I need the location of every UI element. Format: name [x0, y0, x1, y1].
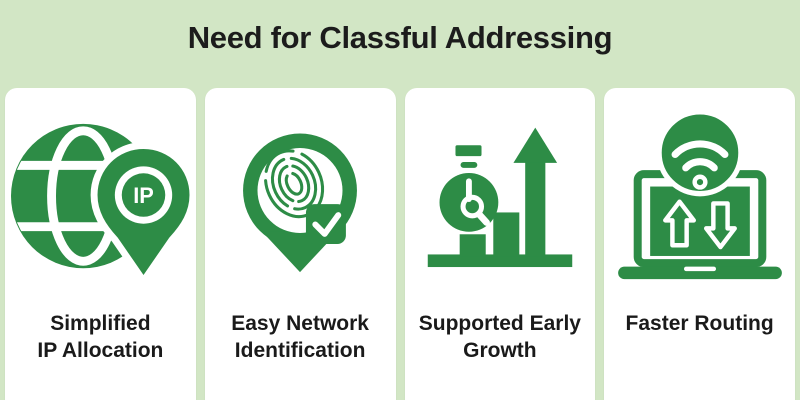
card-label-line2: Growth — [463, 339, 537, 362]
stopwatch-growth-chart-icon — [427, 127, 573, 268]
card-label-line2: Identification — [234, 339, 366, 362]
card-icon-box — [205, 88, 396, 310]
card-label-line1: Supported Early — [418, 312, 581, 335]
ip-pin-text: IP — [134, 183, 155, 208]
upload-download-arrows — [662, 199, 737, 250]
wifi-waves — [671, 140, 729, 190]
globe-ip-pin-icon: IP — [11, 123, 195, 288]
card-label: Supported Early Growth — [419, 310, 581, 364]
fingerprint-pin-check-icon — [243, 133, 358, 273]
card-label-line2: IP Allocation — [37, 339, 164, 362]
card-icon-box: IP — [5, 88, 196, 310]
card-simplified-ip-allocation: IP Simplified IP Allocation — [5, 88, 196, 400]
card-label: Simplified IP Allocation — [37, 310, 163, 364]
card-label-line1: Easy Network — [231, 312, 369, 335]
laptop-wifi-transfer-icon — [617, 110, 782, 280]
cards-row: IP Simplified IP Allocation — [5, 88, 795, 400]
card-label-line1: Faster Routing — [625, 312, 774, 335]
card-label-line1: Simplified — [50, 312, 151, 335]
card-easy-network-identification: Easy Network Identification — [204, 88, 396, 400]
page-title: Need for Classful Addressing — [187, 20, 613, 55]
card-faster-routing: Faster Routing — [604, 88, 795, 400]
card-icon-box — [405, 88, 596, 310]
card-icon-box — [604, 88, 795, 310]
card-label: Faster Routing — [626, 310, 774, 337]
card-supported-early-growth: Supported Early Growth — [404, 88, 596, 400]
card-label: Easy Network Identification — [231, 310, 369, 364]
